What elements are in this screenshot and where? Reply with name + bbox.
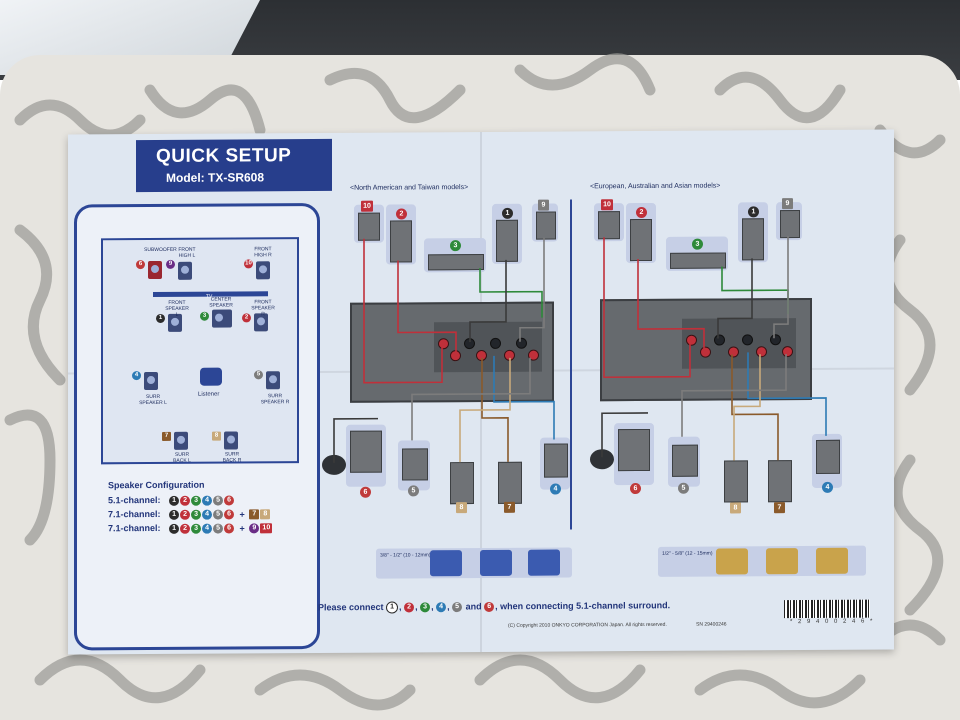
serial-number: SN 29400246 [696, 621, 727, 628]
copyright-line: (C) Copyright 2010 ONKYO CORPORATION Jap… [508, 621, 667, 629]
connect-instructions: Please connect 1, 2, 3, 4, 5 and 6, when… [318, 600, 671, 614]
connect-step-icon [716, 548, 748, 575]
speaker-cables [333, 236, 827, 463]
channel-chip: 2 [404, 602, 415, 613]
strip-measure-label: 3/8" - 1/2" (10 - 12mm) [380, 552, 431, 559]
connect-step-icon [430, 550, 462, 577]
channel-chip: 6 [484, 601, 495, 612]
strip-measure-label: 1/2" - 5/8" (12 - 15mm) [662, 550, 713, 557]
connect-step-icon [528, 549, 560, 576]
connect-step-icon [816, 547, 848, 574]
connect-text-middle: and [465, 601, 482, 612]
quick-setup-sheet: QUICK SETUP Model: TX-SR608 TV 9 FRONT H… [68, 129, 894, 655]
barcode-number: * 2 9 4 0 0 2 4 6 * [790, 618, 875, 626]
channel-chip: 4 [436, 602, 447, 613]
connect-step-icon [480, 549, 512, 577]
channel-chip: 3 [420, 602, 431, 613]
channel-chip: 1 [386, 601, 399, 614]
connect-text-after: , when connecting 5.1-channel surround. [495, 600, 671, 612]
connect-step-icon [766, 548, 798, 575]
connect-text-before: Please connect [318, 601, 384, 613]
barcode [784, 599, 870, 619]
channel-chip: 5 [452, 602, 463, 613]
